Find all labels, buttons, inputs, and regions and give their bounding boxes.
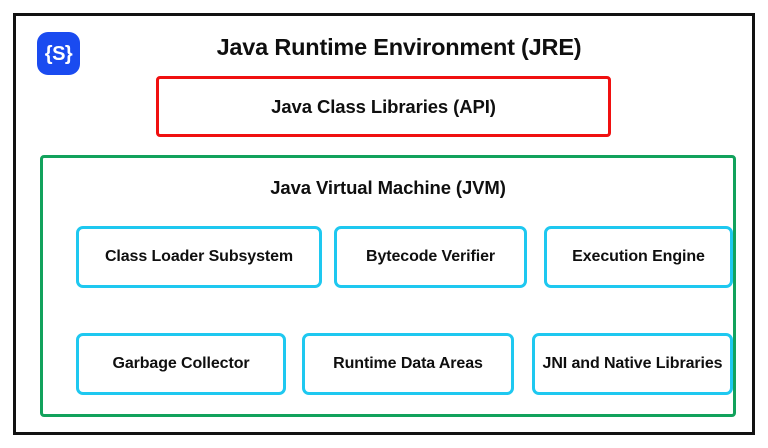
java-class-libraries-label: Java Class Libraries (API) [271, 95, 496, 117]
jvm-component-row-2: Garbage Collector Runtime Data Areas JNI… [43, 333, 733, 395]
jvm-component-label: Class Loader Subsystem [104, 248, 294, 266]
jvm-component-row-1: Class Loader Subsystem Bytecode Verifier… [43, 226, 733, 288]
jvm-component-bytecode-verifier: Bytecode Verifier [334, 226, 527, 288]
logo-glyph: {S} [44, 42, 73, 65]
jvm-component-execution-engine: Execution Engine [544, 226, 733, 288]
jvm-component-label: Runtime Data Areas [333, 355, 483, 373]
jvm-component-label: Bytecode Verifier [365, 248, 496, 266]
jvm-component-label: Garbage Collector [112, 355, 250, 373]
jvm-title: Java Virtual Machine (JVM) [270, 177, 506, 198]
jre-container: {S} Java Runtime Environment (JRE) Java … [13, 13, 755, 435]
jvm-container: Java Virtual Machine (JVM) Class Loader … [40, 155, 736, 417]
jvm-component-label: JNI and Native Libraries [542, 355, 723, 373]
braces-s-logo-icon: {S} [37, 32, 80, 75]
jvm-component-garbage-collector: Garbage Collector [76, 333, 286, 395]
jvm-component-runtime-data-areas: Runtime Data Areas [302, 333, 514, 395]
jvm-component-label: Execution Engine [572, 248, 705, 266]
java-class-libraries-box: Java Class Libraries (API) [156, 76, 611, 137]
jre-title: Java Runtime Environment (JRE) [216, 34, 582, 60]
jvm-component-jni-and-native-libraries: JNI and Native Libraries [532, 333, 733, 395]
jvm-component-class-loader-subsystem: Class Loader Subsystem [76, 226, 322, 288]
